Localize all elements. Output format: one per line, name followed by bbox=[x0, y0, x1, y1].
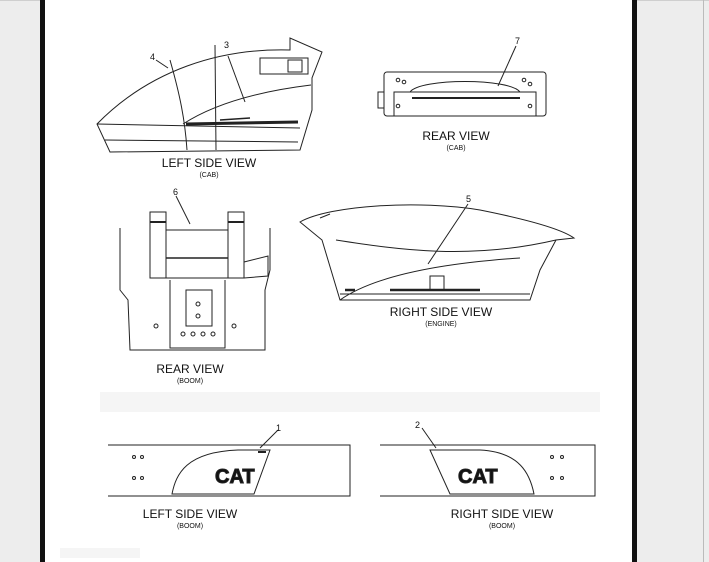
label-left-side-view-boom-sub: (BOOM) bbox=[177, 523, 203, 530]
scrollbar-track[interactable] bbox=[703, 0, 704, 562]
cab-rear-view-drawing bbox=[377, 45, 547, 117]
label-rear-view-boom-sub: (BOOM) bbox=[177, 378, 203, 385]
label-right-side-view-boom: RIGHT SIDE VIEW bbox=[451, 507, 554, 521]
label-right-side-view-boom-sub: (BOOM) bbox=[489, 523, 515, 530]
viewer-left-margin bbox=[0, 0, 42, 562]
label-left-side-view-cab-sub: (CAB) bbox=[199, 172, 218, 179]
label-right-side-view-engine: RIGHT SIDE VIEW bbox=[390, 305, 493, 319]
callout-2: 2 bbox=[415, 420, 420, 430]
cab-left-view-drawing bbox=[96, 37, 323, 153]
boom-right-view-drawing bbox=[380, 427, 596, 497]
callout-1: 1 bbox=[276, 423, 281, 433]
cat-logo-left: CAT bbox=[215, 466, 255, 488]
boom-rear-view-drawing bbox=[119, 195, 271, 351]
viewer-right-margin bbox=[636, 0, 709, 562]
label-left-side-view-boom: LEFT SIDE VIEW bbox=[143, 507, 238, 521]
document-page bbox=[45, 0, 632, 562]
page-left-border bbox=[40, 0, 45, 562]
engine-right-view-drawing bbox=[299, 203, 576, 301]
callout-7: 7 bbox=[515, 36, 520, 46]
boom-left-view-drawing bbox=[108, 429, 351, 497]
scan-artifacts bbox=[60, 392, 600, 558]
label-right-side-view-engine-sub: (ENGINE) bbox=[425, 321, 457, 328]
label-rear-view-cab: REAR VIEW bbox=[422, 129, 490, 143]
page-right-border bbox=[632, 0, 637, 562]
callout-4: 4 bbox=[150, 52, 155, 62]
label-rear-view-cab-sub: (CAB) bbox=[446, 145, 465, 152]
callout-6: 6 bbox=[173, 187, 178, 197]
label-rear-view-boom: REAR VIEW bbox=[156, 362, 224, 376]
label-left-side-view-cab: LEFT SIDE VIEW bbox=[162, 156, 257, 170]
callout-5: 5 bbox=[466, 194, 471, 204]
cat-logo-right: CAT bbox=[458, 466, 498, 488]
callout-3: 3 bbox=[224, 40, 229, 50]
